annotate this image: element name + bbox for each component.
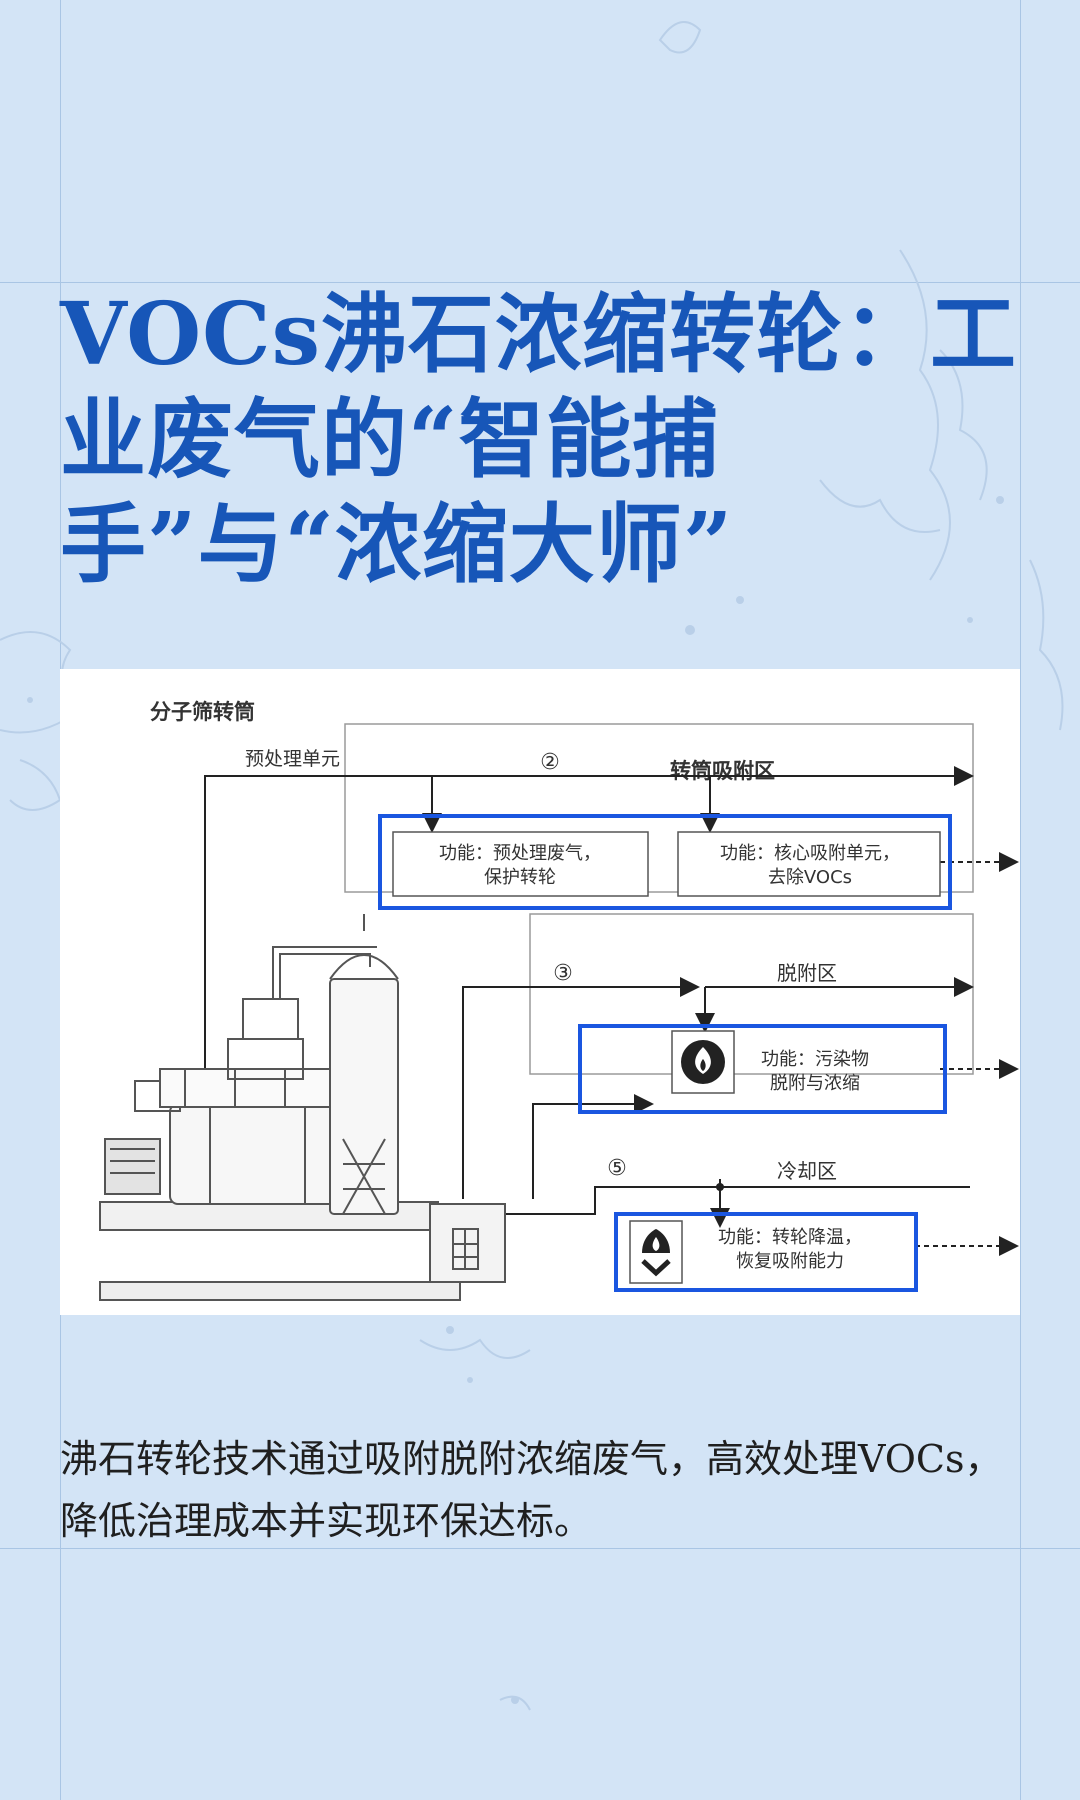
- desorption-zone-frame: [529, 913, 974, 1075]
- adsorb-section-box: [378, 814, 952, 910]
- fn-pretreat-line2: 保护转轮: [484, 867, 556, 888]
- fn-pretreat-line1: 功能：预处理废气，: [439, 843, 601, 864]
- pretreat-unit-label: 预处理单元: [245, 748, 340, 770]
- guide-line-right: [1020, 0, 1021, 1800]
- flame-cool-icon: [629, 1220, 683, 1284]
- guide-line-bottom: [0, 1548, 1080, 1549]
- fn-desorb-line2: 脱附与浓缩: [770, 1073, 860, 1094]
- fn-desorb-line1: 功能：污染物: [761, 1049, 869, 1070]
- adsorb-zone-label: 转筒吸附区: [670, 759, 775, 783]
- caption-text: 沸石转轮技术通过吸附脱附浓缩废气，高效处理VOCs，降低治理成本并实现环保达标。: [60, 1437, 1003, 1543]
- wheel-title: 分子筛转筒: [150, 700, 255, 724]
- process-diagram: 分子筛转筒 预处理单元 转筒吸附区 脱附区 冷却区 ② ③ ④ ⑤: [60, 669, 1020, 1315]
- fn-cool-line2: 恢复吸附能力: [736, 1251, 844, 1272]
- process-diagram-svg: 分子筛转筒 预处理单元 转筒吸附区 脱附区 冷却区 ② ③ ④ ⑤: [99, 700, 1019, 1301]
- flame-icon: [671, 1030, 735, 1094]
- page-title: VOCs沸石浓缩转轮：工业废气的“智能捕手”与“浓缩大师”: [60, 284, 1017, 595]
- marker-5: ⑤: [607, 1156, 627, 1181]
- desorb-zone-label: 脱附区: [777, 961, 837, 985]
- adsorption-zone-frame: [344, 723, 974, 893]
- fn-adsorb-line2: 去除VOCs: [768, 867, 852, 888]
- wheel-equipment-illustration: [99, 914, 506, 1301]
- fn-adsorb-line1: 功能：核心吸附单元，: [720, 843, 900, 864]
- guide-line-top: [0, 282, 1080, 283]
- fn-cool-line1: 功能：转轮降温，: [718, 1227, 862, 1248]
- desorb-section-box: [578, 1024, 947, 1114]
- cool-zone-label: 冷却区: [777, 1159, 837, 1183]
- marker-3: ③: [553, 961, 573, 986]
- marker-2: ②: [540, 750, 560, 775]
- cool-section-box: [614, 1212, 918, 1292]
